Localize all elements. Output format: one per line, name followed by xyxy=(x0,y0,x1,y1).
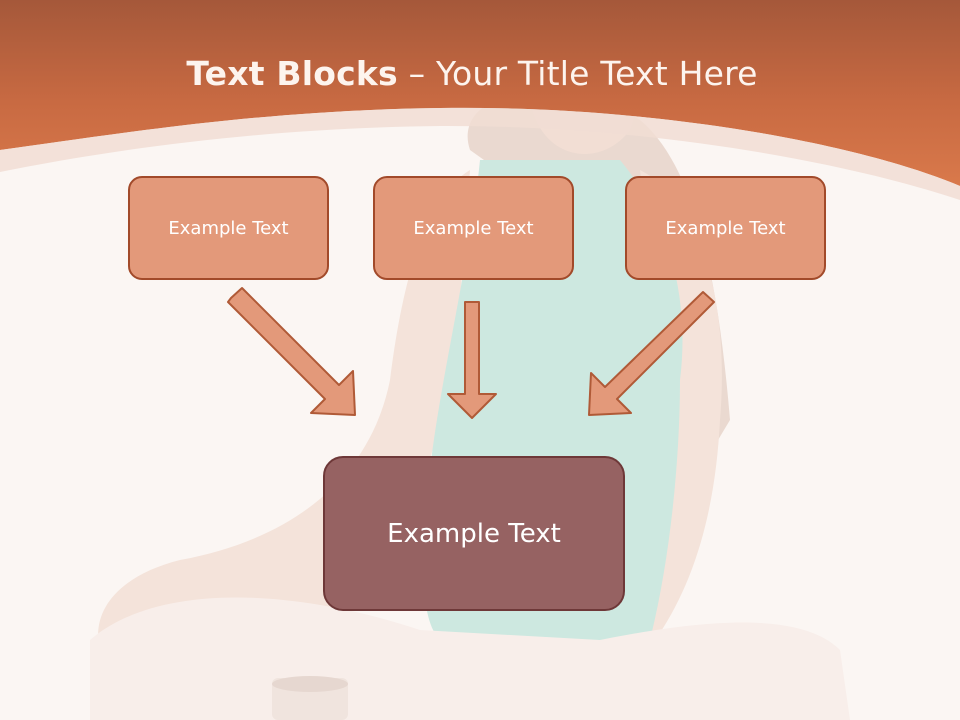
text-block-3-label: Example Text xyxy=(665,217,786,239)
title-separator: – xyxy=(397,54,436,93)
main-text-block[interactable]: Example Text xyxy=(323,456,625,611)
slide-title: Text Blocks – Your Title Text Here xyxy=(0,54,944,93)
header-banner xyxy=(0,0,960,200)
text-block-3[interactable]: Example Text xyxy=(625,176,826,280)
text-block-1-label: Example Text xyxy=(168,217,289,239)
title-bold: Text Blocks xyxy=(186,54,398,93)
text-block-2-label: Example Text xyxy=(413,217,534,239)
text-block-1[interactable]: Example Text xyxy=(128,176,329,280)
text-block-2[interactable]: Example Text xyxy=(373,176,574,280)
main-text-block-label: Example Text xyxy=(387,518,561,549)
title-rest: Your Title Text Here xyxy=(435,54,758,93)
